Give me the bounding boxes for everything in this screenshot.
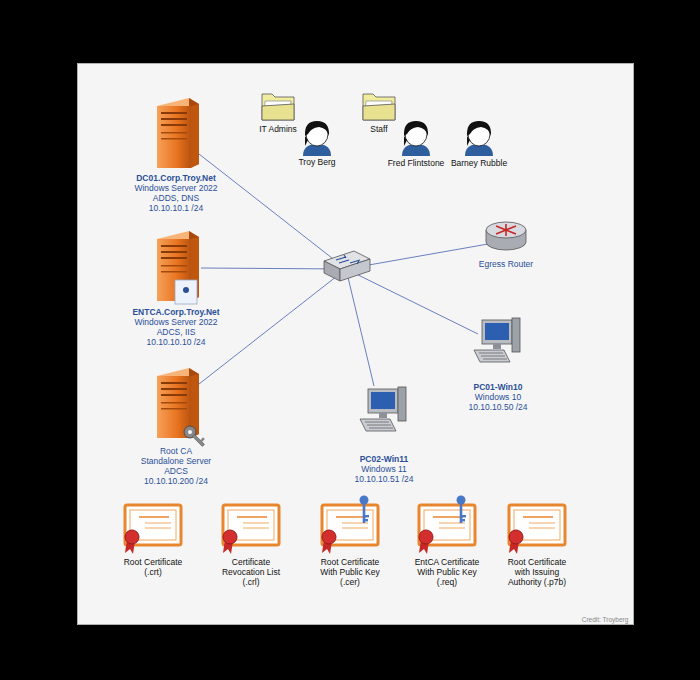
certificate-icon bbox=[223, 505, 279, 554]
user-icon bbox=[303, 121, 331, 156]
certificate-icon bbox=[509, 505, 565, 554]
cert-badge-dot bbox=[183, 287, 189, 293]
device-detail: Standalone Server bbox=[138, 456, 215, 466]
key-icon bbox=[182, 424, 208, 450]
certificate-icon bbox=[125, 505, 181, 554]
icon-caption: Fred Flintstone bbox=[376, 158, 456, 168]
server-icon bbox=[157, 98, 199, 168]
device-label-block: PC01-Win10Windows 1010.10.10.50 /24 bbox=[465, 382, 531, 412]
icon-caption: Root Certificate (.crt) bbox=[114, 557, 192, 577]
device-name: Egress Router bbox=[476, 259, 537, 269]
network-switch bbox=[324, 251, 370, 281]
device-detail: Windows Server 2022 bbox=[129, 317, 223, 327]
icon-caption: EntCA Certificate With Public Key (.req) bbox=[414, 557, 480, 587]
device-label-block: Egress Router bbox=[476, 259, 537, 269]
diagram-panel: DC01.Corp.Troy.NetWindows Server 2022ADD… bbox=[77, 63, 634, 625]
icon-caption: Root Certificate with Issuing Authority … bbox=[505, 557, 569, 587]
device-name: Root CA bbox=[138, 446, 215, 456]
device-detail: 10.10.10.1 /24 bbox=[131, 203, 221, 213]
device-detail: ADCS bbox=[138, 466, 215, 476]
icon-caption: Staff bbox=[354, 124, 404, 134]
device-name: PC01-Win10 bbox=[465, 382, 531, 392]
credit-note: Credit: Troyberg bbox=[577, 615, 633, 625]
router-icon bbox=[486, 222, 526, 250]
certificate-icon bbox=[322, 505, 378, 554]
device-detail: 10.10.10.10 /24 bbox=[129, 337, 223, 347]
device-label-block: PC02-Win11Windows 1110.10.10.51 /24 bbox=[351, 454, 417, 484]
certificate-icon bbox=[419, 505, 475, 554]
pc-icon bbox=[360, 387, 406, 431]
user-icon bbox=[402, 121, 430, 156]
icon-caption: IT Admins bbox=[248, 124, 308, 134]
key-icon bbox=[457, 496, 467, 524]
device-label-block: ENTCA.Corp.Troy.NetWindows Server 2022AD… bbox=[129, 307, 223, 347]
device-name: ENTCA.Corp.Troy.Net bbox=[129, 307, 223, 317]
icon-caption: Certificate Revocation List (.crl) bbox=[216, 557, 286, 587]
key-icon bbox=[360, 496, 370, 524]
device-name: PC02-Win11 bbox=[351, 454, 417, 464]
device-detail: 10.10.10.50 /24 bbox=[465, 402, 531, 412]
device-detail: Windows 11 bbox=[351, 464, 417, 474]
device-detail: Windows 10 bbox=[465, 392, 531, 402]
group-folder-icon bbox=[262, 94, 294, 120]
device-detail: 10.10.10.200 /24 bbox=[138, 476, 215, 486]
icon-caption: Troy Berg bbox=[282, 157, 352, 167]
user-icon bbox=[465, 121, 493, 156]
device-detail: Windows Server 2022 bbox=[131, 183, 221, 193]
network-wires bbox=[199, 154, 488, 386]
icon-caption: Barney Rubble bbox=[444, 158, 514, 168]
icon-caption: Root Certificate With Public Key (.cer) bbox=[314, 557, 386, 587]
cert-badge bbox=[175, 280, 197, 304]
device-label-block: DC01.Corp.Troy.NetWindows Server 2022ADD… bbox=[131, 173, 221, 213]
device-detail: ADDS, DNS bbox=[131, 193, 221, 203]
device-detail: ADCS, IIS bbox=[129, 327, 223, 337]
device-detail: 10.10.10.51 /24 bbox=[351, 474, 417, 484]
device-label-block: Root CAStandalone ServerADCS10.10.10.200… bbox=[138, 446, 215, 486]
device-name: DC01.Corp.Troy.Net bbox=[131, 173, 221, 183]
pc-icon bbox=[474, 318, 520, 362]
group-folder-icon bbox=[363, 94, 395, 120]
